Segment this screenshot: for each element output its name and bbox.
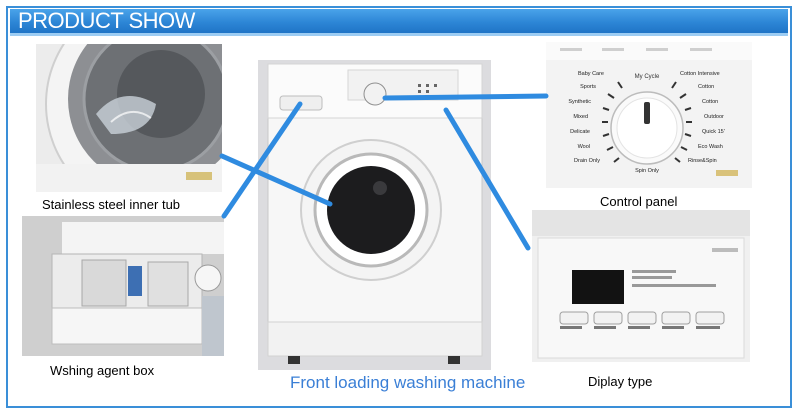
dial-left-3: Mixed (573, 114, 588, 120)
inner-tub-caption: Stainless steel inner tub (42, 197, 181, 212)
inner-tub-photo (36, 44, 222, 192)
washing-machine-photo (258, 60, 491, 370)
header-underline (10, 33, 788, 36)
display-photo (532, 210, 750, 362)
dial-center-label: My Cycle (635, 74, 660, 80)
dial-right-0: Cotton Intensive (680, 71, 720, 77)
dial-left-4: Delicate (570, 129, 590, 135)
outer-frame (6, 6, 792, 408)
dial-right-5: Eco Wash (698, 144, 723, 150)
agent-box-caption: Wshing agent box (50, 363, 155, 378)
dial-left-5: Wool (578, 144, 590, 150)
dial-left-2: Synthetic (568, 99, 591, 105)
control-panel-photo: My Cycle Baby Care Sports Synthetic Mixe… (546, 42, 752, 188)
control-panel-caption: Control panel (600, 194, 678, 209)
page-title: PRODUCT SHOW (18, 8, 195, 33)
dial-right-6: Rinse&Spin (688, 158, 717, 164)
dial-left-0: Baby Care (578, 71, 604, 77)
main-caption: Front loading washing machine (290, 373, 526, 392)
agent-box-photo (22, 216, 224, 356)
dial-left-6: Drain Only (574, 158, 600, 164)
dial-left-1: Sports (580, 84, 596, 90)
dial-right-3: Outdoor (704, 114, 724, 120)
header-bar (10, 9, 788, 33)
dial-right-4: Quick 15' (702, 129, 725, 135)
dial-bottom-label: Spin Only (635, 168, 659, 174)
dial-right-1: Cotton (698, 84, 714, 90)
display-caption: Diplay type (588, 374, 653, 389)
dial-right-2: Cotton (702, 99, 718, 105)
